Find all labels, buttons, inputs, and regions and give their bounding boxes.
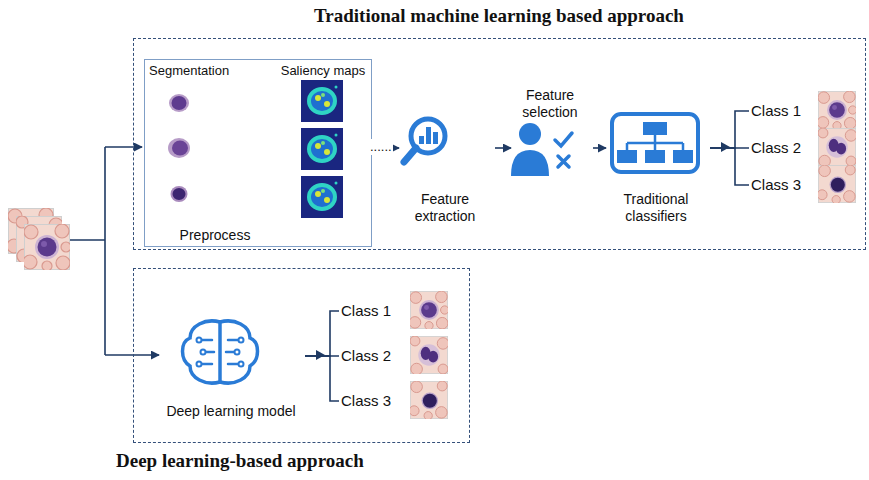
class-images: [817, 91, 857, 130]
approach-panel: Deep learning-based approachDeep learnin…: [133, 268, 470, 443]
input-split-lines: [70, 147, 159, 355]
class-images: [410, 336, 449, 375]
flow-arrow: [495, 147, 511, 149]
bracket-line: [305, 311, 339, 356]
ellipsis-label: ......: [369, 139, 393, 155]
flow-arrow: [593, 147, 606, 149]
saliency-maps: [301, 128, 343, 170]
model-node: Deep learning model: [161, 319, 305, 424]
class-item: Class 1: [339, 293, 455, 329]
node-label: Feature selection: [511, 87, 589, 121]
segmented-cells: [173, 188, 186, 200]
node-label: Class 3: [751, 176, 815, 194]
person-icon: [519, 123, 541, 145]
magnifier-icon: [419, 136, 424, 144]
brain-icon: [197, 338, 244, 367]
classifier-icon: [645, 150, 665, 163]
class-item: Class 2: [749, 130, 863, 166]
segmented-cells: [172, 141, 188, 156]
brain-icon: [197, 338, 202, 343]
person-icon: [555, 133, 572, 146]
segmented-cells: [171, 186, 188, 202]
brain-icon: [239, 362, 244, 367]
step-node: Feature selection: [511, 87, 593, 179]
segmented-cells: [169, 94, 189, 112]
node-label: Feature extraction: [399, 191, 491, 225]
person-icon: [511, 123, 572, 176]
input-images: [23, 224, 71, 271]
person-icon: [511, 150, 549, 176]
classifier-icon: [612, 114, 698, 172]
magnifier-icon: [433, 132, 438, 144]
bracket-arrowheads: [721, 142, 730, 152]
brain-icon: [239, 338, 244, 343]
brain-icon: [200, 340, 240, 364]
node-label: Traditional classifiers: [606, 191, 706, 225]
magnifier-icon: [426, 127, 431, 144]
classifier-icon: [643, 122, 667, 135]
node-label: Saliency maps: [277, 63, 369, 79]
flow-arrow: [372, 147, 399, 149]
segmented-cells: [168, 138, 190, 158]
classifier-node: Traditional classifiers: [606, 111, 710, 229]
brain-icon: [218, 322, 222, 382]
brain-icon: [183, 321, 258, 383]
magnifier-icon: [404, 148, 416, 162]
brain-icon: [183, 321, 258, 383]
input-images: [7, 208, 71, 271]
brain-icon: [197, 362, 202, 367]
node-label: Class 2: [341, 347, 405, 365]
class-images: [409, 381, 447, 420]
node-label: Class 1: [751, 102, 815, 120]
node-label: Class 1: [341, 302, 405, 320]
brain-icon: [235, 350, 240, 355]
classifier-icon: [673, 150, 693, 163]
node-label: Deep learning model: [161, 403, 301, 420]
brain-icon: [201, 350, 206, 355]
bracket-line: [710, 148, 749, 185]
class-item: Class 3: [339, 383, 455, 419]
saliency-maps: [301, 80, 343, 122]
input-split-lines: [105, 354, 159, 356]
bracket-line: [305, 356, 339, 401]
bracket-arrowheads: [316, 350, 325, 360]
bracket-arrowheads: [316, 142, 730, 360]
classifier-icon: [617, 150, 637, 163]
class-images: [409, 91, 857, 420]
step-node: Feature extraction: [399, 113, 495, 229]
class-images: [818, 128, 857, 167]
input-split-lines: [70, 147, 105, 355]
class-item: Class 3: [749, 167, 863, 203]
segmented-cells: [168, 94, 190, 202]
class-images: [817, 165, 855, 204]
node-label: Class 3: [341, 392, 405, 410]
saliency-maps: [301, 176, 343, 218]
magnifier-icon: [404, 119, 445, 162]
node-label: Preprocess: [165, 227, 265, 244]
panel-heading: Traditional machine learning based appro…: [134, 5, 864, 28]
bracket-line: [710, 111, 749, 148]
approach-panel: Traditional machine learning based appro…: [133, 38, 866, 250]
segmented-cells: [172, 96, 187, 110]
node-label: Class 2: [751, 139, 815, 157]
panel-heading: Deep learning-based approach: [116, 450, 436, 473]
input-split-lines: [105, 146, 142, 148]
preprocess-box: Segmentation Saliency mapsPreprocess: [144, 59, 372, 247]
class-images: [409, 291, 449, 330]
node-label: Segmentation: [149, 63, 249, 79]
class-item: Class 1: [749, 93, 863, 129]
person-icon: [558, 156, 569, 167]
classifier-icon: [612, 114, 698, 172]
saliency-maps: [301, 80, 343, 218]
class-item: Class 2: [339, 338, 455, 374]
classifier-icon: [627, 135, 683, 150]
